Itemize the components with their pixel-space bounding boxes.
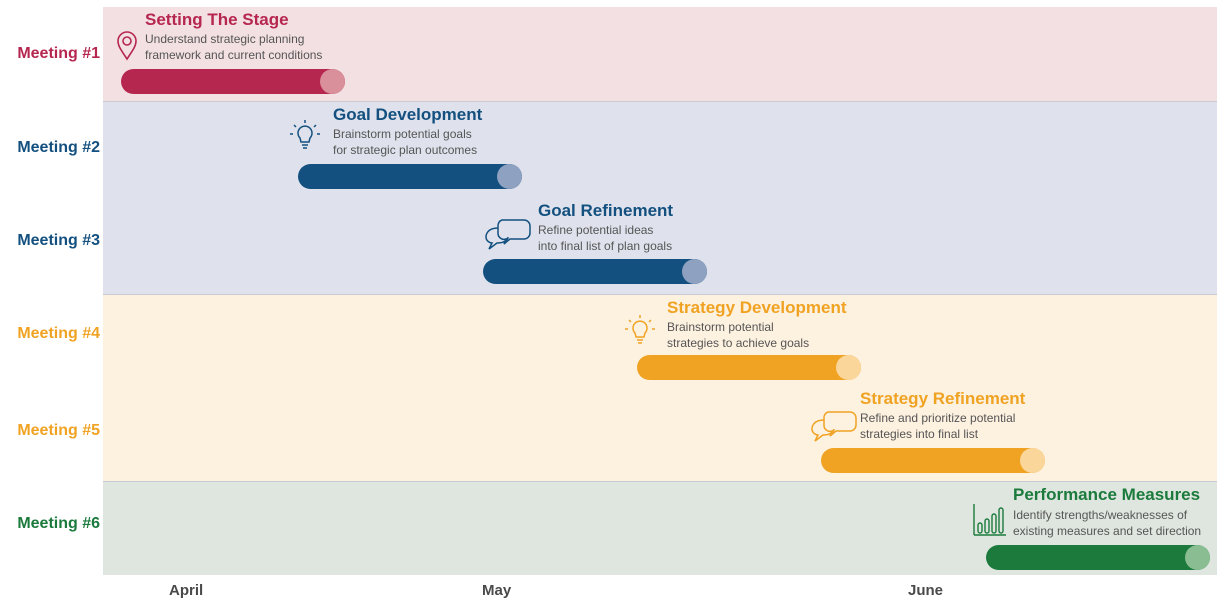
bar-end-cap [497,164,522,189]
bar-end-cap [836,355,861,380]
month-label-april: April [169,582,204,599]
meeting-3-timeline-bar [483,259,707,284]
bar-end-cap [682,259,707,284]
meeting-2-timeline-bar [298,164,522,189]
meeting-4-label: Meeting #4 [17,325,100,342]
speech-bubbles-icon [810,408,857,442]
meeting-4-timeline-bar [637,355,861,380]
meeting-5-label: Meeting #5 [17,422,100,439]
speech-bubbles-icon [484,216,531,250]
month-label-may: May [482,582,512,599]
bar-end-cap [1185,545,1210,570]
meeting-6-label: Meeting #6 [17,515,100,532]
meeting-5-timeline-bar [821,448,1045,473]
lightbulb-icon [624,313,658,347]
meeting-1-label: Meeting #1 [17,45,100,62]
task-title: Goal Refinement [538,201,674,220]
bar-chart-icon [973,503,1007,537]
task-title: Strategy Development [667,298,847,317]
task-description: Refine and prioritize potential strategi… [860,411,1016,441]
meeting-4-5-band [103,295,1217,481]
meeting-6-timeline-bar [986,545,1210,570]
location-pin-icon [112,28,146,62]
task-title: Goal Development [333,105,483,124]
band-divider [103,101,1217,102]
band-divider [103,294,1217,295]
bar-end-cap [320,69,345,94]
task-title: Strategy Refinement [860,389,1026,408]
task-title: Performance Measures [1013,485,1201,504]
task-description: Identify strengths/weaknesses of existin… [1013,508,1202,538]
bar-end-cap [1020,448,1045,473]
month-label-june: June [908,582,944,599]
meeting-2-label: Meeting #2 [17,139,100,156]
lightbulb-icon [289,118,323,152]
task-description: Brainstorm potential strategies to achie… [667,320,810,350]
task-description: Understand strategic planning framework … [145,32,323,62]
task-description: Brainstorm potential goals for strategic… [333,127,478,157]
task-title: Setting The Stage [145,10,289,29]
band-divider [103,481,1217,482]
meeting-3-label: Meeting #3 [17,232,100,249]
meeting-1-timeline-bar [121,69,345,94]
task-description: Refine potential ideas into final list o… [538,223,673,253]
